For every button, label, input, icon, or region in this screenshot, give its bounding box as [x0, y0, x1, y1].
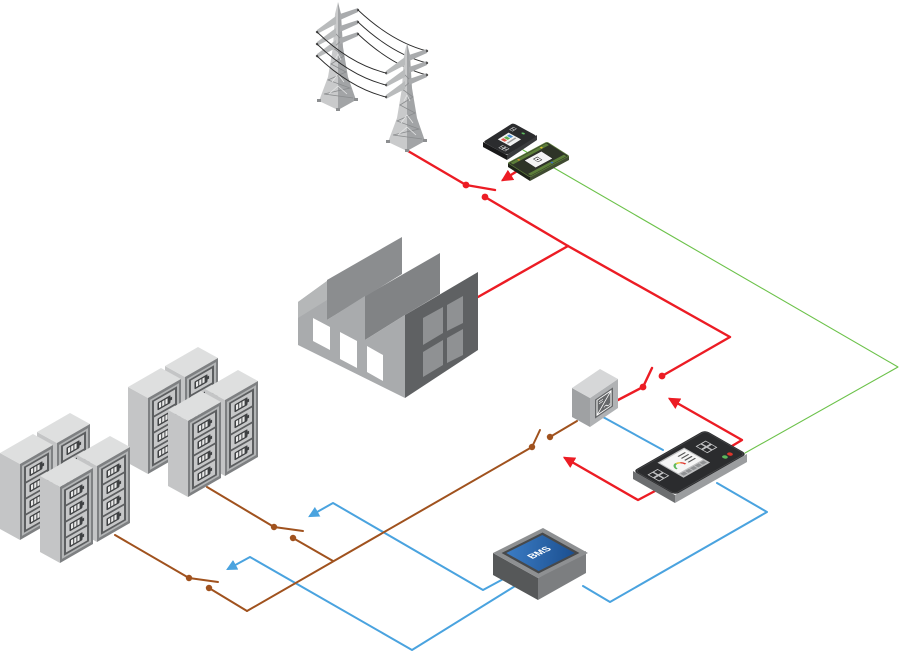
status-led-icon: [521, 132, 525, 135]
dc-main-breaker-contact: [528, 443, 536, 451]
control-arrow-controller-to-dc-breaker: [562, 456, 657, 502]
factory-icon: [298, 237, 478, 398]
power-meter: [483, 123, 537, 160]
network-wiring: [522, 149, 899, 454]
power-cable: [357, 9, 428, 52]
ac-line-to-factory: [476, 244, 570, 299]
factory-window: [447, 329, 463, 363]
power-cables: [316, 9, 428, 98]
power-cable: [316, 43, 387, 86]
ac-main-bus-line: [483, 195, 732, 378]
communication-wiring: [226, 416, 768, 651]
ac-inverter-breaker-blade: [641, 366, 654, 389]
keypad-icon: [647, 469, 670, 482]
dc-breaker-1-contact: [270, 523, 278, 531]
factory-window: [367, 346, 383, 381]
dc-breaker-1-blade: [273, 526, 304, 532]
comm-line-bms-to-breaker-2: [226, 556, 521, 651]
dc-ac-inverter-icon: [595, 387, 613, 419]
keypad-icon: [695, 440, 718, 454]
power-cable: [316, 55, 387, 98]
dc-line-battery-group-1: [206, 486, 275, 528]
ac-line-grid-feed: [406, 149, 468, 187]
ac-grid-breaker-contact: [462, 181, 470, 189]
controller-screen: [657, 447, 711, 478]
ac-grid-breaker-blade: [464, 183, 497, 192]
battery-cabinet: [40, 457, 93, 563]
dc-line-to-inverter: [549, 420, 578, 438]
factory-window: [423, 340, 443, 377]
factory-roof: [327, 237, 402, 320]
network-line-meter-to-controller: [522, 149, 899, 454]
factory-window: [447, 296, 463, 331]
control-arrow-controller-to-inverter-breaker: [667, 397, 744, 448]
status-led-green-icon: [722, 455, 728, 459]
dc-bus-line: [246, 446, 533, 612]
factory-window: [313, 318, 330, 350]
bms-screen: [506, 535, 575, 571]
dc-breaker-2-blade: [188, 577, 219, 583]
dc-breaker-1-contact: [289, 534, 297, 542]
bms-box: BMS: [493, 528, 589, 600]
meter-screen: [497, 132, 522, 147]
power-cable: [357, 21, 428, 64]
dc-breaker-2-contact: [205, 584, 213, 592]
dc-breaker-2-contact: [185, 574, 193, 582]
ac-wiring: [406, 149, 744, 502]
comm-line-inverter-to-controller: [602, 416, 664, 451]
inverter: [572, 369, 618, 427]
communication-module: [508, 142, 569, 181]
power-grid: [315, 1, 429, 153]
dc-line-breaker-2-out: [208, 587, 248, 612]
ac-inverter-breaker-contact: [658, 372, 666, 380]
controller-hmi: [633, 431, 747, 503]
comm-line-controller-to-bms: [582, 482, 768, 603]
factory-window: [340, 332, 357, 368]
gauge-icon: [673, 463, 678, 470]
factory-roof: [365, 253, 440, 340]
battery-cabinet: [168, 391, 221, 497]
power-cable: [316, 31, 387, 74]
dc-line-battery-group-2: [114, 534, 190, 579]
factory-window: [423, 307, 443, 345]
power-cable: [357, 33, 428, 76]
dc-wiring: [114, 420, 578, 612]
comm-line-bms-to-breaker-1: [308, 502, 508, 591]
status-led-red-icon: [727, 452, 733, 456]
dc-line-breaker-1-out: [292, 537, 334, 562]
ac-line-to-inverter: [616, 385, 645, 402]
dc-main-breaker-contact: [546, 433, 554, 441]
